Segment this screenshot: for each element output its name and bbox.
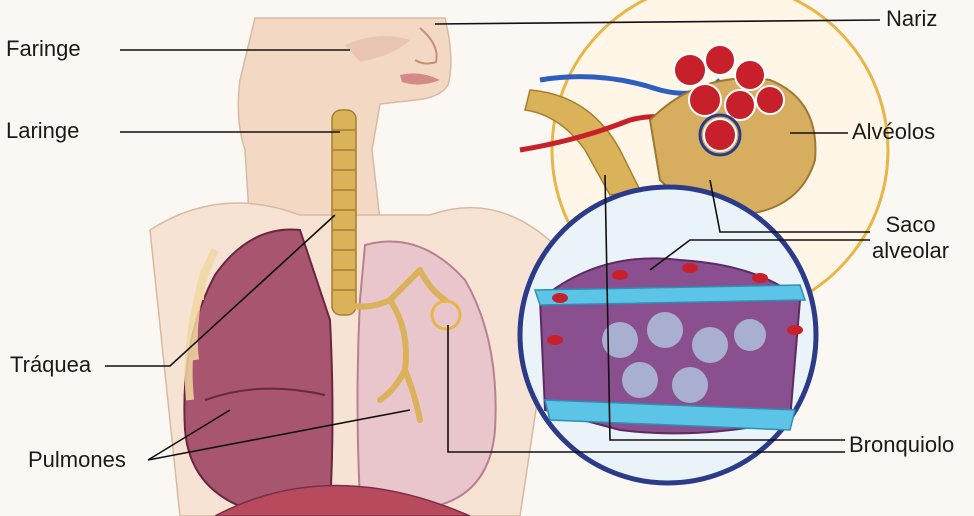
trachea — [332, 110, 356, 315]
label-faringe: Faringe — [6, 36, 81, 62]
label-laringe: Laringe — [6, 118, 79, 144]
label-saco-line1: Saco — [872, 212, 949, 238]
label-bronquiolo: Bronquiolo — [849, 432, 954, 458]
label-pulmones: Pulmones — [28, 447, 126, 473]
label-nariz: Nariz — [886, 6, 937, 32]
left-lung — [184, 230, 332, 510]
label-traquea: Tráquea — [10, 352, 91, 378]
label-saco-line2: alveolar — [872, 238, 949, 264]
label-alveolos: Alvéolos — [852, 119, 935, 145]
label-saco-alveolar: Saco alveolar — [872, 212, 949, 265]
trachea-tube — [332, 110, 356, 315]
